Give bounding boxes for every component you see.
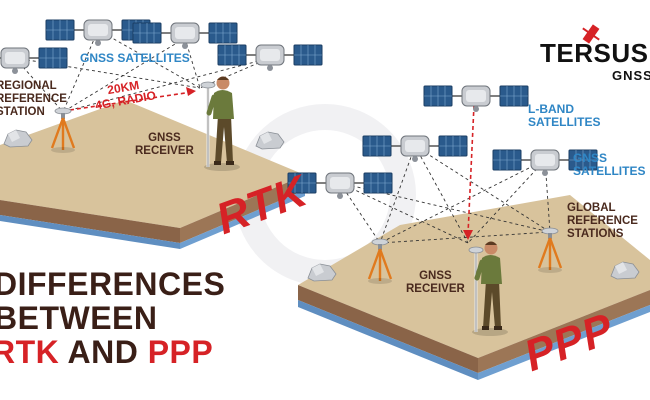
satellite-icon bbox=[423, 85, 529, 113]
headline-rtk: RTK bbox=[0, 334, 60, 370]
brand-logo-sub: GNSS bbox=[612, 68, 650, 83]
headline-ppp: PPP bbox=[147, 334, 214, 370]
regional-reference-station-label: REGIONAL REFERENCE STATION bbox=[0, 80, 67, 118]
brand-logo: TERSUS bbox=[540, 38, 649, 68]
lband-link bbox=[467, 104, 475, 235]
ppp-platform bbox=[298, 195, 650, 380]
headline-line3: RTK AND PPP bbox=[0, 336, 213, 369]
rtk-gnss-satellites-label: GNSS SATELLITES bbox=[80, 51, 190, 65]
rock-icon bbox=[3, 129, 33, 148]
logo-satellite-icon bbox=[582, 24, 600, 44]
rtk-receiver-label: GNSS RECEIVER bbox=[135, 132, 194, 157]
headline-line1: DIFFERENCES bbox=[0, 266, 226, 302]
global-reference-stations-label: GLOBAL REFERENCE STATIONS bbox=[567, 202, 638, 240]
lband-satellites-label: L-BAND SATELLITES bbox=[528, 102, 601, 130]
headline-line2: BETWEEN bbox=[0, 300, 158, 336]
arrow-icon bbox=[186, 87, 196, 96]
arrow-icon bbox=[463, 230, 473, 240]
ppp-receiver-label: GNSS RECEIVER bbox=[406, 270, 465, 295]
ppp-gnss-satellites-label: GNSS SATELLITES bbox=[573, 151, 646, 179]
rtk-platform bbox=[0, 100, 305, 249]
headline-and: AND bbox=[67, 334, 139, 370]
